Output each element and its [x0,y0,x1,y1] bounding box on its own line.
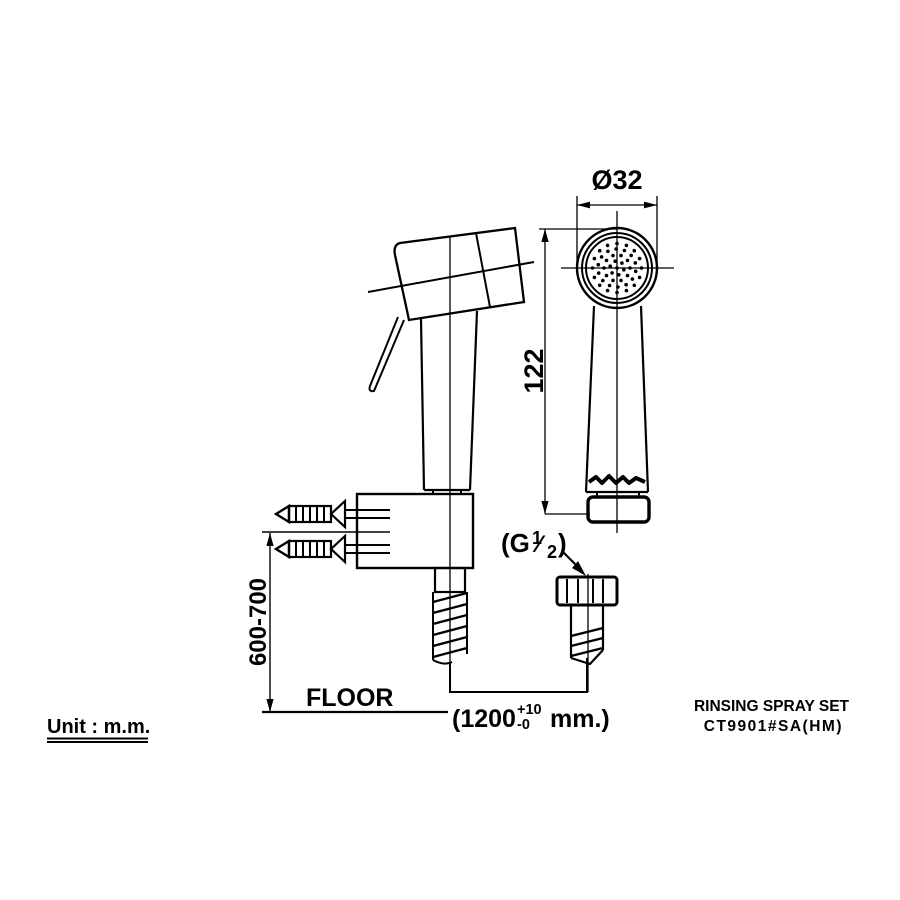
wall-bracket [355,492,475,570]
fitting-coil-turns [570,626,604,658]
thread-denominator: 2 [547,542,557,562]
arrowhead-bottom [541,501,549,514]
unit-label: Unit : m.m. [47,716,150,738]
screw-shaft-lines [345,509,390,519]
side-view-spray-head [367,226,535,688]
head-mid-circle [581,232,653,304]
arrowhead-bottom [266,699,274,712]
hose-tolerance-plus: +10 [517,702,542,718]
thread-size-callout: (G 1 ⁄ 2 ) [501,528,586,576]
head-diameter-label: Ø32 [591,165,642,195]
anchor-collar [329,533,347,565]
screw-threads [295,541,325,557]
screw-anchor-bottom [273,533,390,565]
anchor-collar [329,498,347,530]
head-inner-circle [585,236,649,300]
handle-end-nut [586,495,651,524]
spray-holes [590,241,644,295]
head-outer-circle [575,226,659,310]
mount-height-label: 600-700 [245,578,272,666]
head-length-label: 122 [519,348,549,393]
hose-coil-turns [432,591,468,659]
dim-head-length [539,228,617,515]
arrowhead-top [541,229,549,242]
arrowhead-top [266,533,274,546]
dim-mount-height [262,531,448,714]
screw-threads [295,506,325,522]
dim-head-diameter [576,196,658,266]
thread-numerator: 1 [532,528,542,548]
handle-outline [419,310,479,492]
head-outline [393,226,526,322]
fitting-hex-nut [555,575,619,607]
extension-lines [576,196,658,266]
arrowhead-left [577,201,590,209]
hose-length-label: (1200 +10 -0 mm.) [452,702,610,733]
hose-coil-sides [432,592,468,660]
floor-label: FLOOR [306,684,394,712]
arrowhead-right [644,201,657,209]
hose-tolerance-minus: -0 [517,717,530,733]
thread-open: (G [501,528,530,558]
fitting-body-sides [569,605,605,658]
hose-length-bracket [449,658,588,693]
front-view-spray-head [561,211,674,533]
wall-bracket-assembly [355,492,475,665]
leader-arrowhead [572,561,586,576]
length-bracket-line [449,658,588,693]
hose-length-close: mm.) [550,705,610,733]
trigger-lever [368,316,405,393]
hose-connector [433,566,467,594]
head-cross-line [367,261,535,293]
screw-tip [273,503,291,525]
product-code: CT9901#SA(HM) [704,718,843,735]
screw-shaft-lines [345,544,390,554]
hose-length-open: (1200 [452,705,516,733]
thread-fitting [555,574,619,692]
product-name: RINSING SPRAY SET [694,698,850,715]
head-panel-line [475,232,491,308]
break-line-scribble [587,474,646,485]
screw-anchor-top [273,498,390,530]
nut-facet-lines [566,579,604,603]
screw-tip [273,538,291,560]
fitting-coil-tail [570,649,604,666]
thread-close: ) [558,528,567,558]
